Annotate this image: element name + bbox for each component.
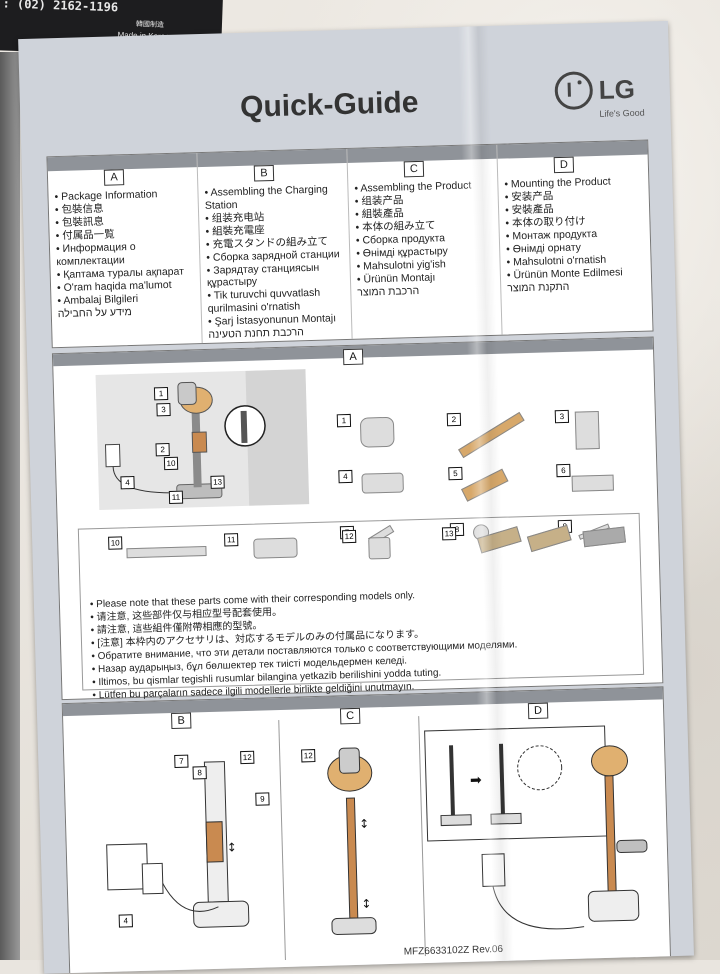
part-number-label: 10 xyxy=(108,536,123,550)
charging-station-diagram: ↕ xyxy=(106,761,250,928)
quick-guide-sheet: Quick-Guide LG Life's Good A Package Inf… xyxy=(18,20,694,974)
section-letter: C xyxy=(403,160,425,178)
contents-item: Зарядтау станциясын құрастыру xyxy=(206,261,346,290)
section-letter: B xyxy=(253,164,275,182)
part-number-label: 9 xyxy=(255,792,270,806)
contents-item-hebrew: הרכבת המוצר xyxy=(357,284,420,299)
main-body-part xyxy=(359,416,395,448)
part-number-label: 3 xyxy=(156,402,171,417)
panel-b: B ↕ 7 8 12 9 4 xyxy=(63,712,286,966)
section-letter: A xyxy=(342,348,364,366)
svg-text:↕: ↕ xyxy=(227,840,237,854)
stand-base-part xyxy=(253,537,298,559)
section-letter: D xyxy=(553,156,575,174)
part-number-label: 2 xyxy=(446,412,462,427)
wall-mount-part xyxy=(574,411,600,450)
part-number-label: 10 xyxy=(163,456,179,471)
part-number-label: 11 xyxy=(168,490,184,505)
part-number-label: 13 xyxy=(210,475,225,489)
phone-number: : (02) 2162-1196 xyxy=(2,0,119,15)
part-number-label: 2 xyxy=(155,443,170,457)
part-number-label: 13 xyxy=(441,527,457,541)
part-number-label: 5 xyxy=(448,466,463,481)
vacuum-on-stand-illustration xyxy=(104,369,310,506)
wall-mount-diagram: ➡ xyxy=(424,725,648,930)
product-assembly-diagram: ↕ ↕ xyxy=(327,747,377,936)
part-number-label: 7 xyxy=(174,754,189,768)
contents-table: A Package Information 包裝信息 包裝訊息 付属品一覧 Ин… xyxy=(46,139,654,349)
contents-column-d: D Mounting the Product 安装产品 安裝產品 本体の取り付け… xyxy=(497,141,652,335)
parts-section: A 1 2 3 4 10 11 13 1 2 xyxy=(51,336,664,714)
extension-pipe-part xyxy=(458,411,525,459)
brand-name: LG xyxy=(598,73,636,105)
part-number-label: 6 xyxy=(556,463,571,478)
part-number-label: 12 xyxy=(341,529,357,544)
lg-face-icon xyxy=(554,71,594,111)
svg-text:↕: ↕ xyxy=(361,897,371,911)
part-number-label: 1 xyxy=(153,387,169,401)
section-letter: B xyxy=(171,712,192,730)
part-number-label: 12 xyxy=(240,750,255,765)
product-overview-illustration: 1 2 3 4 10 11 13 xyxy=(95,369,310,510)
part-number-label: 4 xyxy=(338,469,353,484)
part-number-label: 11 xyxy=(224,533,239,547)
part-number-label: 4 xyxy=(120,475,135,490)
part-number-label: 8 xyxy=(192,766,207,780)
panel-d: D ➡ xyxy=(418,702,669,956)
holder-part xyxy=(368,536,391,560)
contents-item: Информация о комплектации xyxy=(56,239,196,268)
contents-item: Tik turuvchi quvvatlash qurilmasini o'rn… xyxy=(207,286,347,315)
contents-item-hebrew: התקנת המוצר xyxy=(507,280,570,295)
country-label: 韓國制造 xyxy=(135,21,165,30)
brand-tagline: Life's Good xyxy=(599,107,645,119)
contents-column-c: C Assembling the Product 组装产品 組裝產品 本体の組み… xyxy=(347,144,503,339)
section-letter: A xyxy=(103,169,125,186)
part-number-label: 12 xyxy=(301,749,316,763)
panel-c: C ↕ ↕ 12 xyxy=(278,707,426,960)
charger-adapter-part xyxy=(361,472,404,494)
svg-text:↕: ↕ xyxy=(359,817,369,831)
section-letter: D xyxy=(527,702,549,720)
part-number-label: 1 xyxy=(336,413,352,428)
left-document-edge xyxy=(0,52,20,960)
contents-column-b: B Assembling the Charging Station 组装充电站 … xyxy=(197,148,353,344)
part-number-label: 4 xyxy=(118,914,133,928)
svg-text:➡: ➡ xyxy=(470,772,482,788)
brush-tool-part xyxy=(571,474,614,492)
crevice-tool-part xyxy=(461,468,509,502)
brand-logo: LG Life's Good xyxy=(554,69,656,132)
contents-column-a: A Package Information 包裝信息 包裝訊息 付属品一覧 Ин… xyxy=(47,153,203,348)
page-title: Quick-Guide xyxy=(239,85,419,124)
installation-section: B ↕ 7 8 12 9 4 C ↕ xyxy=(61,686,672,974)
part-number-label: 3 xyxy=(554,409,570,424)
contents-item: Assembling the Charging Station xyxy=(204,183,344,212)
section-letter: C xyxy=(339,707,361,725)
